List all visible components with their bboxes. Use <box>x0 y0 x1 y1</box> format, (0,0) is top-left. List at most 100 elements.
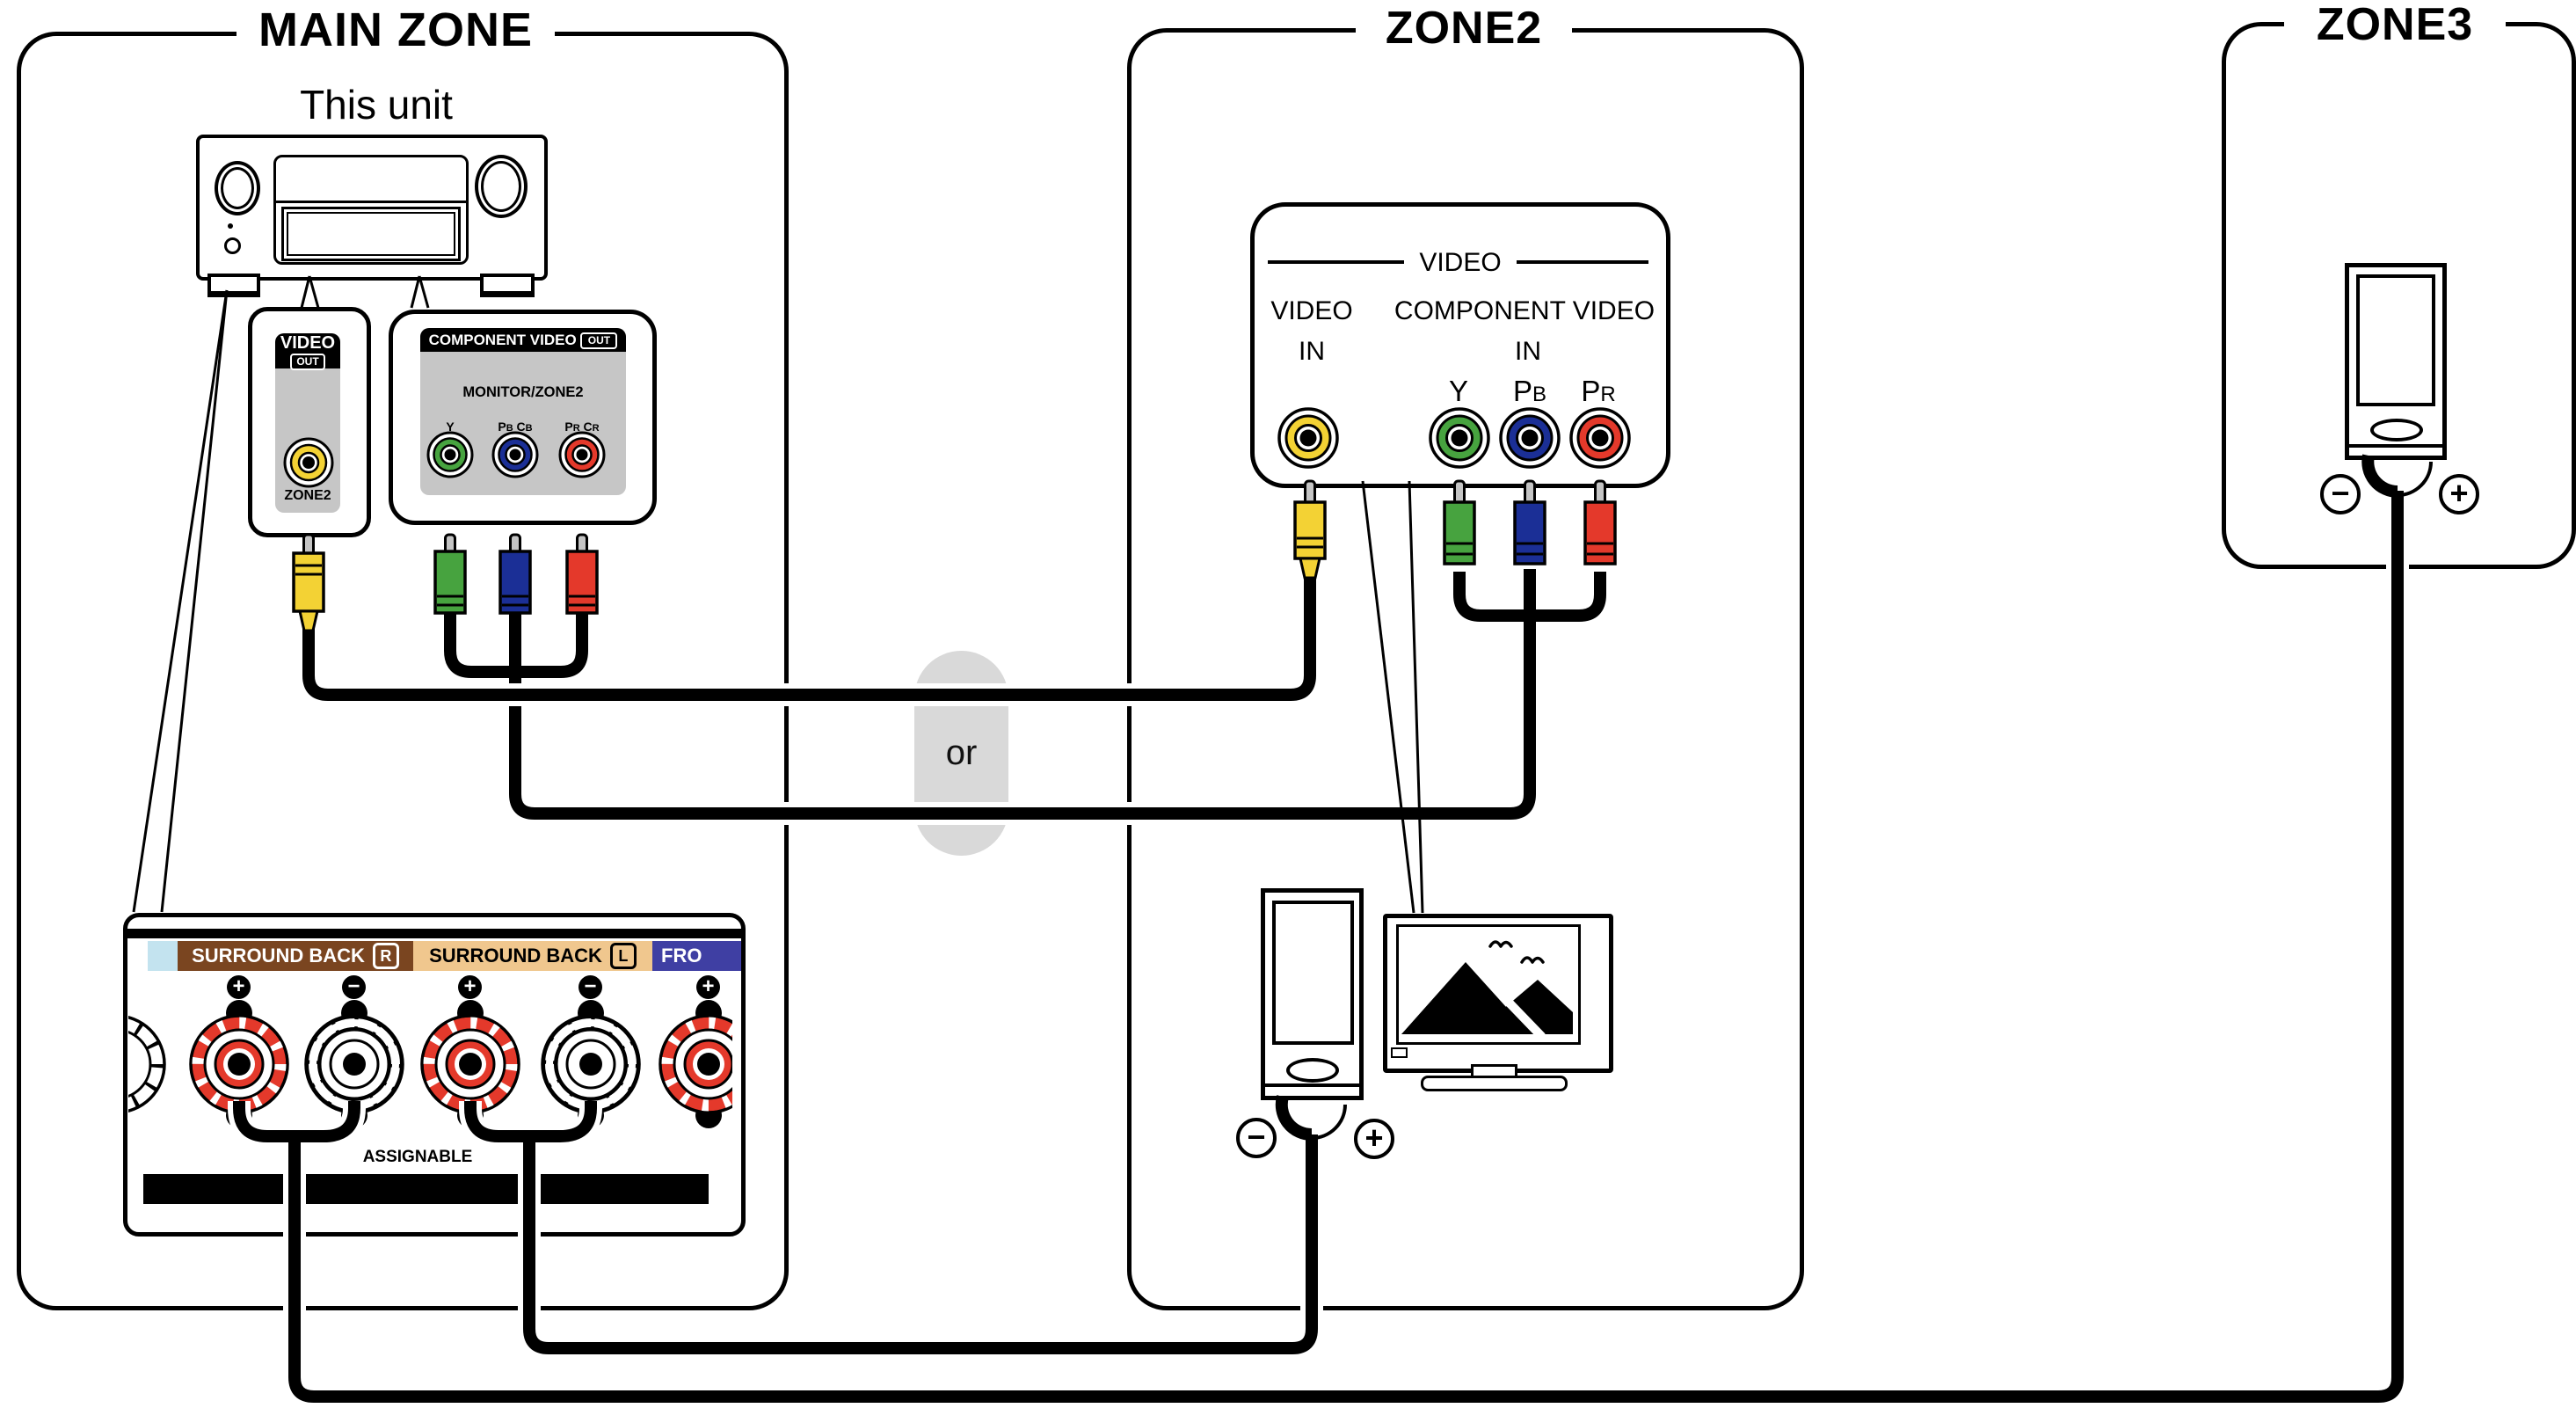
label-part-sub: R <box>572 423 580 434</box>
or-label: or <box>945 733 978 772</box>
speaker-terminal-panel: SURROUND BACK R SURROUND BACK L FRO + − … <box>123 913 746 1237</box>
zone2-title: ZONE2 <box>1356 4 1572 53</box>
video-out-jack-label: ZONE2 <box>284 488 331 503</box>
zone3-speaker <box>2345 263 2447 460</box>
label-part-sub: B <box>525 423 533 434</box>
main-zone-title: MAIN ZONE <box>236 5 555 55</box>
zone2-component-in-sub: IN <box>1515 337 1541 366</box>
zone2-speaker-grille <box>1272 901 1354 1045</box>
label-part: C <box>583 419 593 434</box>
zone3-title: ZONE3 <box>2284 0 2506 49</box>
zone2-speaker-plus: + <box>1354 1119 1394 1159</box>
zone3-speaker-plus: + <box>2439 474 2479 514</box>
component-out-title: COMPONENT VIDEO <box>428 332 577 348</box>
minus-glyph: − <box>1247 1119 1266 1155</box>
label-part: P <box>498 419 506 434</box>
receiver-right-knob <box>475 155 528 218</box>
video-out-card: VIDEO OUT ZONE2 <box>275 333 340 513</box>
header-line-right <box>1517 260 1648 264</box>
video-out-panel: VIDEO OUT ZONE2 <box>248 307 371 537</box>
receiver-power-button <box>224 237 241 254</box>
receiver-display <box>273 155 469 265</box>
strip-label: SURROUND BACK <box>429 945 602 967</box>
label-part-sub: B <box>506 423 513 434</box>
strip-label: FRO <box>661 945 702 967</box>
zone2-jack-label-y: Y <box>1441 375 1476 408</box>
assignable-label: ASSIGNABLE <box>362 1148 473 1166</box>
zone2-speaker-minus: − <box>1236 1118 1277 1158</box>
strip-label: SURROUND BACK <box>192 945 365 967</box>
receiver-right-knob-ring <box>481 161 521 212</box>
plus-glyph: + <box>1364 1120 1384 1156</box>
zone2-panel-header: VIDEO <box>1419 248 1502 277</box>
strip-tag-l: L <box>609 943 637 969</box>
tv-stand-base <box>1421 1076 1568 1091</box>
label-part: Y <box>1448 375 1468 407</box>
zone2-jack-label-pb: PB <box>1503 375 1556 408</box>
component-jack-label-y: Y <box>433 419 468 434</box>
strip-surround-back-l: SURROUND BACK L <box>413 941 652 971</box>
strip-lightblue <box>148 941 178 971</box>
strip-tag-r: R <box>372 943 399 969</box>
or-connector: or <box>914 651 1008 856</box>
zone2-video-in-label: VIDEO <box>1270 296 1353 325</box>
component-out-panel: COMPONENT VIDEO OUT MONITOR/ZONE2 Y PB C… <box>389 310 657 525</box>
strip-front: FRO <box>652 941 741 971</box>
tv-screen <box>1396 924 1581 1045</box>
polarity-plus: + <box>458 975 482 999</box>
label-part: C <box>516 419 526 434</box>
label-part: P <box>1581 375 1601 407</box>
label-part-sub: R <box>1600 383 1616 406</box>
component-jack-label-pbcb: PB CB <box>489 419 542 434</box>
zone2-speaker-band <box>1265 1083 1359 1087</box>
plus-glyph: + <box>2449 475 2469 511</box>
polarity-plus: + <box>696 975 720 999</box>
label-part: P <box>564 419 573 434</box>
header-line-left <box>1268 260 1404 264</box>
zone3-speaker-port <box>2370 419 2423 441</box>
video-out-title: VIDEO <box>280 333 336 353</box>
zone3-speaker-grille <box>2356 274 2435 406</box>
video-out-badge: OUT <box>290 353 325 370</box>
label-part-sub: B <box>1532 383 1547 406</box>
terminal-panel-bar <box>143 1174 709 1204</box>
zone3-speaker-band <box>2349 444 2442 448</box>
receiver-led <box>228 223 233 229</box>
zone2-speaker-port <box>1286 1058 1339 1083</box>
tv-button <box>1391 1047 1408 1058</box>
label-part-sub: R <box>592 423 600 434</box>
polarity-minus: − <box>579 975 602 999</box>
receiver-display-window-inner <box>287 212 455 256</box>
this-unit-label: This unit <box>300 82 453 128</box>
receiver-display-window <box>281 207 461 261</box>
component-jack-label-prcr: PR CR <box>556 419 608 434</box>
strip-surround-back-r: SURROUND BACK R <box>178 941 413 971</box>
polarity-minus: − <box>342 975 366 999</box>
component-out-header: COMPONENT VIDEO OUT <box>420 328 626 352</box>
zone3-speaker-minus: − <box>2320 474 2361 514</box>
label-part: Y <box>446 419 455 434</box>
av-receiver <box>196 135 548 281</box>
zone2-video-panel: VIDEO VIDEO IN COMPONENT VIDEO IN Y PB P… <box>1250 202 1670 488</box>
bird-icon <box>1488 940 1513 948</box>
zone2-video-in-sub: IN <box>1299 337 1325 366</box>
polarity-plus: + <box>227 975 251 999</box>
zone2-tv <box>1383 914 1613 1073</box>
receiver-left-knob <box>215 161 260 215</box>
component-out-subtitle: MONITOR/ZONE2 <box>462 384 584 400</box>
label-part: P <box>1512 375 1532 407</box>
component-out-badge: OUT <box>580 332 618 350</box>
video-out-header: VIDEO OUT <box>275 333 340 370</box>
zone2-jack-label-pr: PR <box>1572 375 1625 408</box>
receiver-right-foot <box>480 274 535 297</box>
terminal-panel-topline <box>127 929 741 938</box>
bird-icon <box>1520 956 1545 964</box>
minus-glyph: − <box>2331 475 2350 511</box>
receiver-left-foot <box>207 274 260 297</box>
tv-screen-art <box>1401 940 1573 1040</box>
component-out-card: COMPONENT VIDEO OUT MONITOR/ZONE2 Y PB C… <box>420 328 626 495</box>
zone2-speaker <box>1261 888 1364 1100</box>
zone2-component-in-label: COMPONENT VIDEO <box>1394 296 1655 325</box>
receiver-display-divider <box>276 201 466 203</box>
